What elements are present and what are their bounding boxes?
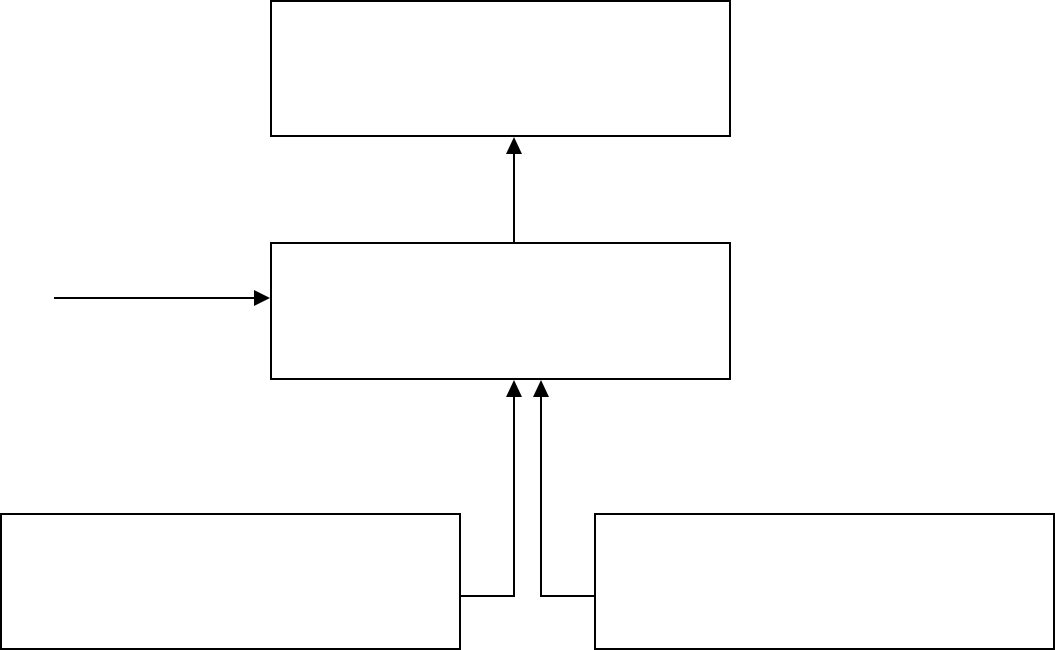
- middle-box: [270, 242, 731, 380]
- bottom-right-box: [594, 513, 1055, 650]
- arrowhead-middle-bottom-1: [506, 380, 522, 397]
- top-box: [270, 0, 731, 137]
- arrowhead-middle-left: [254, 290, 270, 306]
- arrow-bottom-right-to-middle: [540, 397, 594, 597]
- bottom-left-box: [0, 513, 461, 650]
- arrow-bottom-left-to-middle: [461, 397, 515, 597]
- arrowhead-middle-bottom-2: [533, 380, 549, 397]
- arrowhead-top: [506, 137, 522, 154]
